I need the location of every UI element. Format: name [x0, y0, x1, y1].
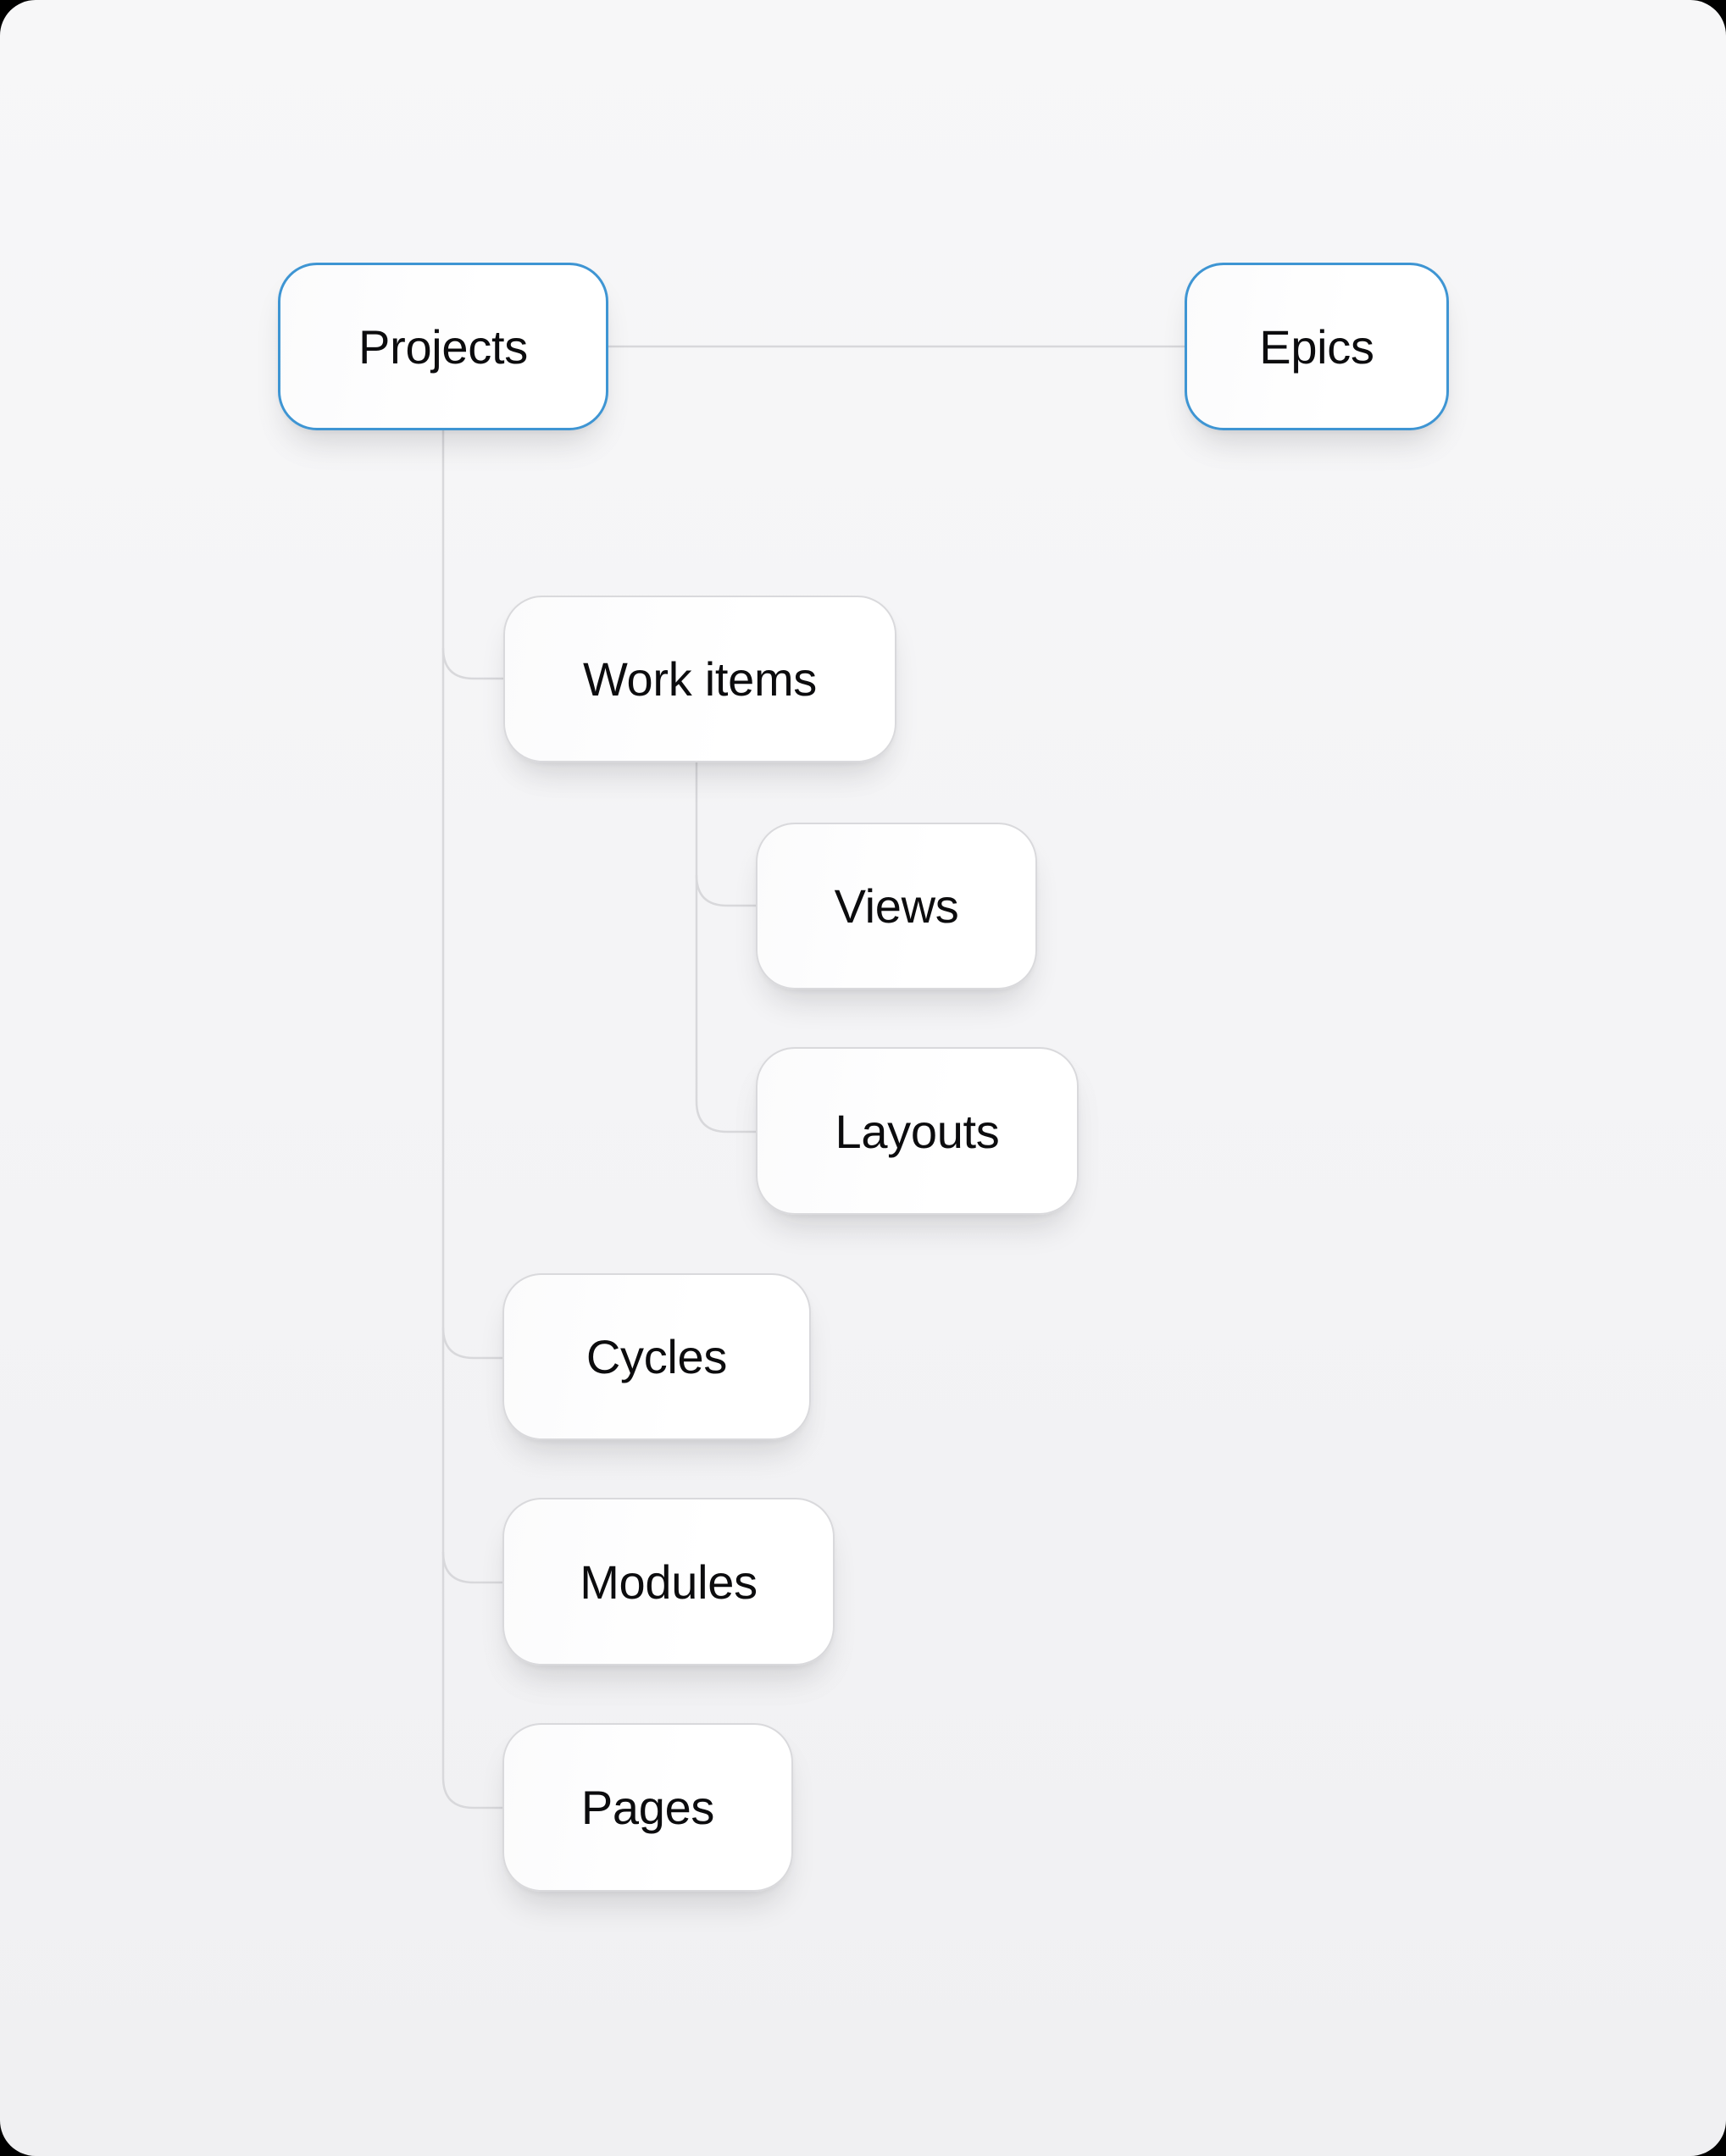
- node-work-items-label: Work items: [583, 652, 817, 706]
- node-projects: Projects: [278, 263, 608, 430]
- connector-work-items-layouts-spine: [695, 762, 756, 1133]
- node-cycles-label: Cycles: [586, 1330, 728, 1383]
- node-epics: Epics: [1185, 263, 1449, 430]
- connector-projects-work-items: [441, 647, 503, 680]
- node-pages: Pages: [502, 1723, 793, 1892]
- connector-projects-cycles: [441, 1327, 502, 1360]
- node-pages-label: Pages: [580, 1781, 715, 1834]
- node-projects-label: Projects: [358, 319, 528, 374]
- node-epics-label: Epics: [1259, 319, 1374, 374]
- node-cycles: Cycles: [502, 1273, 811, 1440]
- node-layouts-label: Layouts: [835, 1104, 1000, 1158]
- node-modules-label: Modules: [580, 1555, 758, 1609]
- node-work-items: Work items: [503, 596, 896, 762]
- node-views: Views: [756, 823, 1037, 989]
- connector-projects-pages-spine: [441, 430, 502, 1810]
- connector-projects-modules: [441, 1551, 502, 1584]
- connector-work-items-views: [695, 874, 756, 907]
- node-modules: Modules: [502, 1498, 835, 1665]
- node-views-label: Views: [834, 879, 959, 933]
- node-layouts: Layouts: [756, 1047, 1079, 1215]
